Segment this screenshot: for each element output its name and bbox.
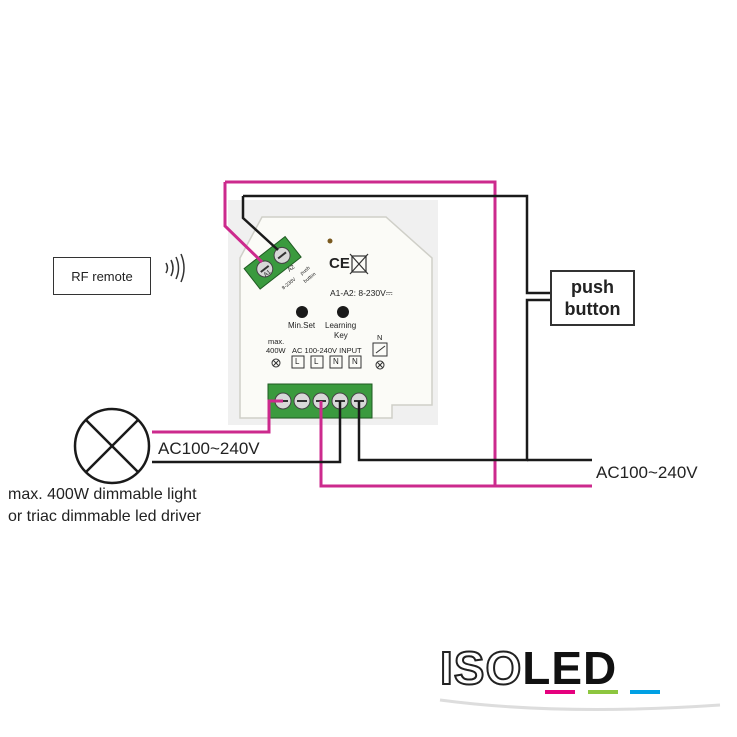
status-led [327,238,333,244]
learning-key-label-line2: Key [334,331,348,340]
terminal-label-4: N [352,357,358,366]
min-set-label: Min.Set [288,321,316,330]
black-wire-top [243,194,550,295]
supply-right-label: AC100~240V [596,463,698,482]
learning-key-label-line1: Learning [325,321,357,330]
weee-bin-icon [351,255,367,273]
ce-mark: CE [329,255,350,272]
supply-left-label: AC100~240V [158,439,260,458]
learning-key-button [337,306,349,318]
bottom-terminal-screws [274,392,368,410]
input-label: AC 100-240V INPUT [292,346,362,355]
push-button-label-line1: push [571,277,614,297]
black-wire-a2 [241,196,279,251]
logo-bar-green [588,690,618,694]
neutral-label: N [377,333,383,342]
magenta-wire-a1 [223,182,264,264]
push-button-label-line2: button [564,299,621,319]
device-switch-symbol [372,342,388,357]
rf-remote-label: RF remote [71,268,133,284]
push-button-box: push button [550,270,635,326]
isoled-logo: ISOLED [439,642,618,694]
logo-text-iso: ISO [439,642,523,694]
device-lamp-symbol [271,358,281,368]
logo-bar-blue [630,690,660,694]
black-wire-load [152,401,342,464]
lamp-icon [73,407,151,485]
terminal-label-1: L [295,357,300,366]
load-description-line2: or triac dimmable led driver [8,508,201,525]
load-description-line1: max. 400W dimmable light [8,486,197,503]
max-label-line2: 400W [266,346,286,355]
max-label-line1: max. [268,337,285,346]
terminal-label-3: N [333,357,339,366]
rf-remote-box: RF remote [53,257,151,295]
terminal-label-2: L [314,357,319,366]
logo-bar-magenta [545,690,575,694]
device-rating: A1-A2: 8-230V⎓ [330,288,393,298]
top-terminal-block [243,235,302,290]
magenta-wire-load [152,399,283,434]
logo-swoosh [439,698,721,711]
min-set-button [296,306,308,318]
logo-text-led: LED [522,642,618,694]
wireless-signal-icon [165,253,185,283]
